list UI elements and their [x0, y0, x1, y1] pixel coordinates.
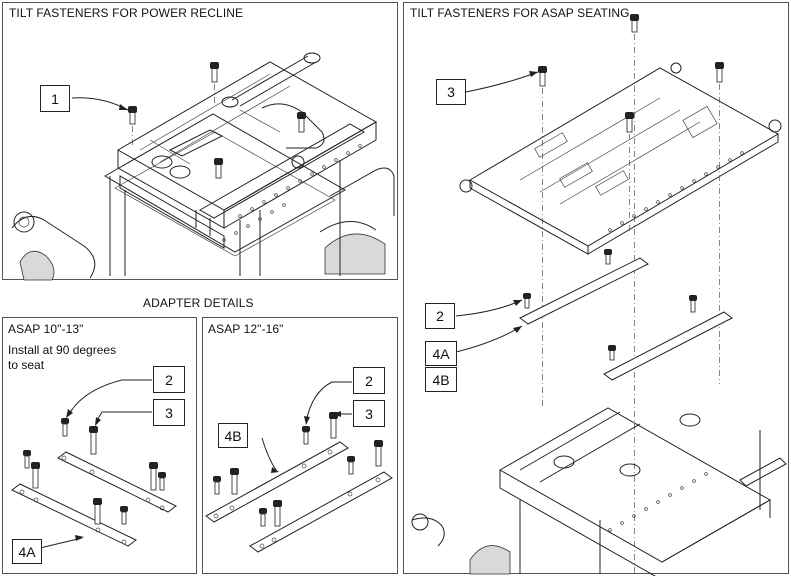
callout-2-asap-large: 2 [353, 367, 385, 394]
asap-small-panel [2, 317, 197, 574]
callout-1-power-recline: 1 [40, 85, 70, 112]
callout-3-asap-seating: 3 [436, 79, 466, 105]
callout-2-asap-small: 2 [153, 366, 185, 393]
asap-small-note: Install at 90 degrees to seat [8, 343, 116, 373]
callout-4a-asap-small: 4A [12, 539, 42, 564]
asap-small-adapter-plates [11, 379, 177, 549]
asap-seating-assembly [411, 14, 787, 576]
callout-4a-asap-seating: 4A [425, 341, 457, 366]
power-recline-assembly [11, 52, 395, 281]
callout-4b-asap-large: 4B [218, 423, 248, 448]
asap-large-adapter-plates [205, 381, 393, 553]
adapter-details-title: ADAPTER DETAILS [143, 296, 254, 310]
asap-small-note-line2: to seat [8, 358, 45, 372]
callout-3-asap-small: 3 [153, 399, 185, 426]
callout-3-asap-large: 3 [353, 400, 385, 427]
callout-2-asap-seating: 2 [425, 303, 455, 329]
power-recline-bolt [128, 62, 306, 179]
asap-large-title: ASAP 12"-16" [208, 322, 284, 336]
asap-seating-title: TILT FASTENERS FOR ASAP SEATING [410, 6, 630, 20]
callout-4b-asap-seating: 4B [425, 367, 457, 392]
asap-small-note-line1: Install at 90 degrees [8, 343, 117, 357]
power-recline-title: TILT FASTENERS FOR POWER RECLINE [9, 6, 244, 20]
asap-small-title: ASAP 10"-13" [8, 322, 84, 336]
